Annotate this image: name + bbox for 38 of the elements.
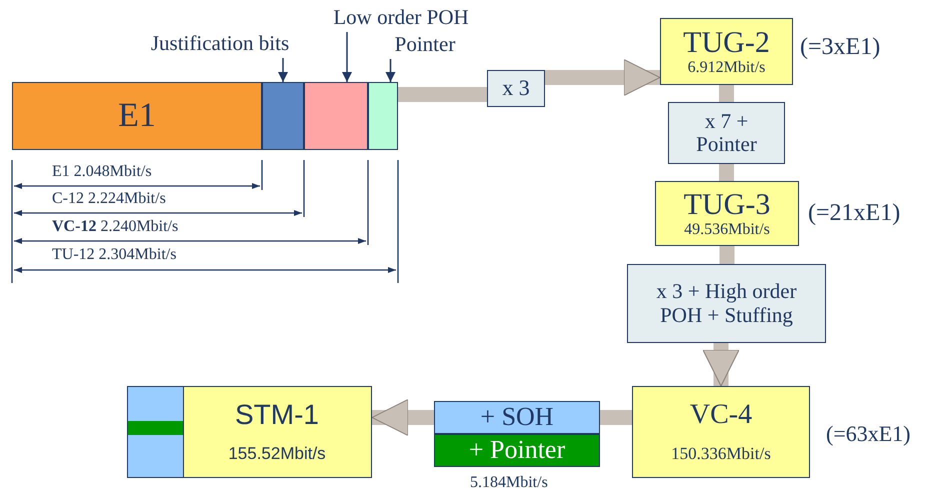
- container-box: [632, 386, 810, 478]
- dimension-label: TU-12 2.304Mbit/s: [52, 246, 176, 264]
- multiplier-note: (=3xE1): [800, 34, 880, 61]
- block-arrow: [372, 399, 434, 436]
- frame-segment: [304, 82, 368, 150]
- segment-label: Justification bits: [125, 30, 315, 58]
- container-name: TUG-2: [683, 26, 770, 60]
- leader-arrow: [342, 32, 352, 82]
- container-name: STM-1: [235, 400, 319, 432]
- multiplier-box: x 3 + High order POH + Stuffing: [627, 264, 826, 343]
- payload-segment: E1: [12, 82, 262, 150]
- bit-rate: 5.184Mbit/s: [470, 474, 548, 492]
- multiplier-box: x 7 + Pointer: [668, 102, 785, 164]
- block-arrow: [702, 343, 740, 386]
- block-arrow: [545, 59, 660, 96]
- container-name: TUG-3: [684, 188, 770, 222]
- container-box: [655, 181, 799, 246]
- container-name: VC-4: [690, 400, 752, 432]
- bit-rate: 155.52Mbit/s: [228, 445, 326, 464]
- overhead-box: + SOH: [434, 401, 600, 434]
- container-box: [660, 18, 793, 85]
- frame-segment: [368, 82, 398, 150]
- dimension-label: VC-12 2.240Mbit/s: [52, 218, 178, 236]
- frame-box: [127, 386, 372, 478]
- leader-arrow: [386, 59, 396, 82]
- bit-rate: 150.336Mbit/s: [671, 445, 771, 464]
- bit-rate: 49.536Mbit/s: [684, 221, 770, 239]
- pointer-box: + Pointer: [434, 434, 600, 467]
- bit-rate: 6.912Mbit/s: [688, 59, 766, 77]
- dimension-label: C-12 2.224Mbit/s: [52, 190, 166, 208]
- frame-segment: [262, 82, 304, 150]
- segment-label: Pointer: [383, 31, 467, 59]
- multiplier-note: (=21xE1): [808, 200, 900, 227]
- multiplier-box: x 3: [487, 70, 545, 107]
- multiplier-note: (=63xE1): [826, 421, 910, 447]
- segment-label: Low order POH: [326, 4, 476, 32]
- dimension-label: E1 2.048Mbit/s: [52, 163, 152, 181]
- leader-arrow: [278, 58, 288, 82]
